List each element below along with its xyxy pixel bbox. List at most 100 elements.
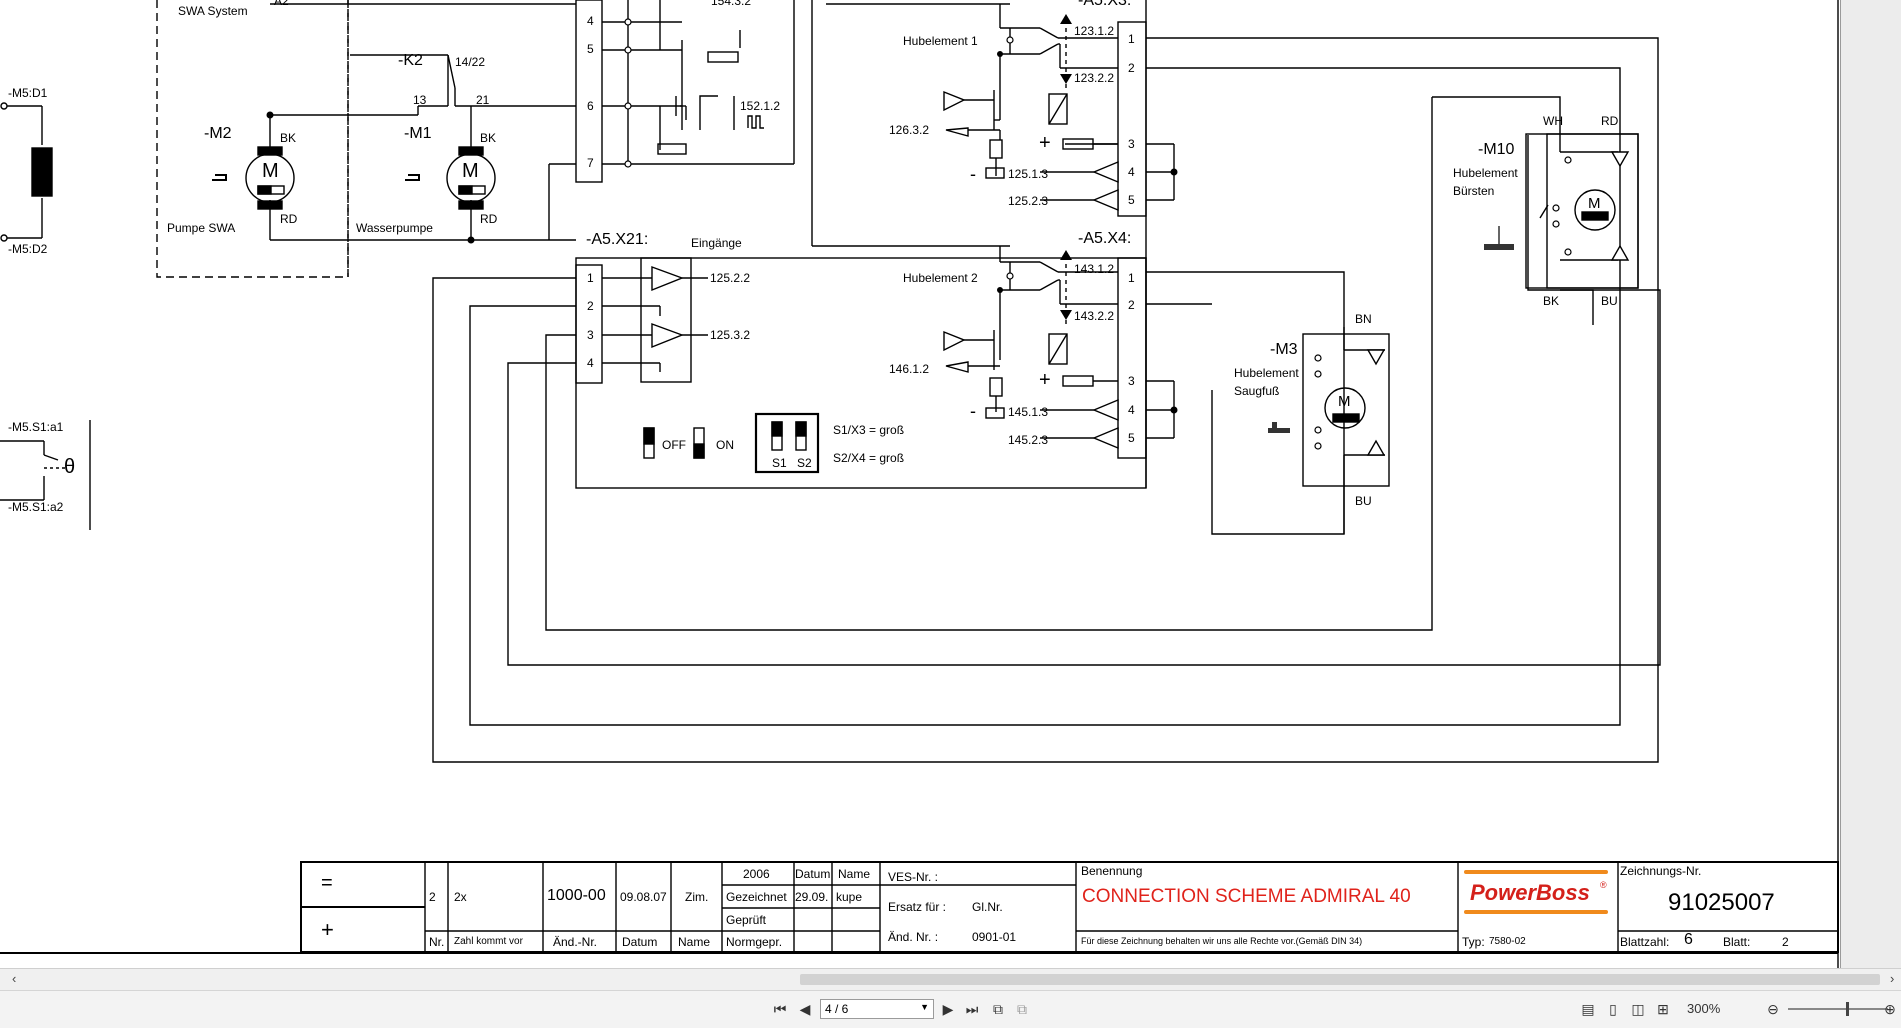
horizontal-scrollbar[interactable]: ‹ › [0, 968, 1901, 991]
tb-geprueft: Geprüft [726, 913, 767, 927]
tb-datum: 09.08.07 [620, 890, 667, 904]
pin-7: 7 [587, 156, 594, 170]
k2-13-label: 13 [413, 93, 427, 107]
tb-col-name: Name [838, 867, 871, 881]
tb-normgepr: Normgepr. [726, 935, 783, 949]
zoom-slider[interactable] [1788, 1002, 1888, 1016]
scrollbar-thumb[interactable] [800, 974, 1880, 985]
x4-plus: + [1039, 369, 1051, 391]
ref-145-1-3: 145.1.3 [1008, 405, 1049, 419]
schematic-labels: SWA System A2 -K2 14/22 13 21 -M2 -M1 BK… [8, 0, 1789, 949]
m1-rd-label: RD [480, 212, 498, 226]
scroll-left-icon[interactable]: ‹ [12, 971, 17, 986]
scroll-right-icon[interactable]: › [1890, 971, 1895, 986]
m10-desc2: Bürsten [1453, 184, 1495, 198]
x21-pin-2: 2 [587, 299, 594, 313]
m3-desc2: Saugfuß [1234, 384, 1280, 398]
ref-146-1-2: 146.1.2 [889, 362, 930, 376]
viewer-toolbar: ⏮ ◀ 4 / 6 ▼ ▶ ⏭ ⧉ ⧉ ▤ ▯ ◫ ⊞ 300% ⊖ ⊕ [0, 990, 1901, 1028]
tb-h-name: Name [678, 935, 711, 949]
pin-4: 4 [587, 14, 594, 28]
tb-name: Zim. [685, 890, 709, 904]
fit-page-icon[interactable]: ⊞ [1657, 1000, 1669, 1017]
dip-s2-label: S2 [797, 456, 812, 470]
wasserpumpe-label: Wasserpumpe [356, 221, 433, 235]
swa-system-label: SWA System [178, 4, 248, 18]
eingaenge-label: Eingänge [691, 236, 742, 250]
last-page-icon[interactable]: ⏭ [965, 1000, 979, 1017]
m10-desc1: Hubelement [1453, 166, 1518, 180]
m5-s1-a2-label: -M5.S1:a2 [8, 500, 64, 514]
first-page-icon[interactable]: ⏮ [773, 1000, 787, 1017]
x3-pin-3: 3 [1128, 137, 1135, 151]
a5-x3-label: -A5.X3: [1078, 0, 1132, 9]
next-page-icon[interactable]: ▶ [942, 1000, 954, 1017]
page-indicator: 4 / 6 [825, 1002, 849, 1016]
sheet-right-gutter [1840, 0, 1901, 968]
ref-126-3-2: 126.3.2 [889, 123, 930, 137]
x3-minus: - [970, 164, 976, 184]
hubelement2-label: Hubelement 2 [903, 271, 978, 285]
pin-5: 5 [587, 42, 594, 56]
previous-page-icon[interactable]: ◀ [799, 1000, 811, 1017]
ref-125-2-2: 125.2.2 [710, 271, 751, 285]
s1x3-note: S1/X3 = groß [833, 423, 905, 437]
tb-h-zahl: Zahl kommt vor [454, 936, 523, 947]
m10-bu-label: BU [1601, 294, 1618, 308]
tb-h-nr: Nr. [429, 935, 445, 949]
x4-pin-4: 4 [1128, 403, 1135, 417]
ref-143-2-2: 143.2.2 [1074, 309, 1115, 323]
m1-label: -M1 [404, 125, 432, 142]
document-viewport[interactable]: SWA System A2 -K2 14/22 13 21 -M2 -M1 BK… [0, 0, 1901, 968]
m2-label: -M2 [204, 125, 232, 142]
tb-rev-count: 2x [454, 890, 467, 904]
pumpe-swa-label: Pumpe SWA [167, 221, 236, 235]
x4-minus: - [970, 401, 976, 421]
paste-icon[interactable]: ⧉ [1017, 1000, 1027, 1017]
x3-pin-1: 1 [1128, 32, 1135, 46]
tb-aend-label: Änd. Nr. : [888, 930, 939, 944]
two-page-view-icon[interactable]: ◫ [1631, 1000, 1645, 1017]
x4-pin-3: 3 [1128, 374, 1135, 388]
schematic-drawing [0, 0, 1839, 968]
m3-desc1: Hubelement [1234, 366, 1299, 380]
tb-gez-datum: 29.09. [795, 890, 829, 904]
m3-label: -M3 [1270, 341, 1298, 358]
copy-icon[interactable]: ⧉ [993, 1000, 1003, 1017]
k2-21-label: 21 [476, 93, 490, 107]
tb-aend-val: 0901-01 [972, 930, 1017, 944]
m3-bn-label: BN [1355, 312, 1372, 326]
page-number-input[interactable]: 4 / 6 ▼ [820, 999, 934, 1019]
tb-rights: Für diese Zeichnung behalten wir uns all… [1081, 936, 1363, 946]
dip-s1-label: S1 [772, 456, 787, 470]
ref-125-1-3: 125.1.3 [1008, 167, 1049, 181]
single-page-view-icon[interactable]: ▤ [1581, 1000, 1595, 1017]
s2x4-note: S2/X4 = groß [833, 451, 905, 465]
m1-bk-label: BK [480, 131, 497, 145]
zoom-in-icon[interactable]: ⊕ [1884, 1000, 1896, 1017]
tb-gezeichnet: Gezeichnet [726, 890, 787, 904]
tb-aend-nr: 1000-00 [547, 887, 606, 904]
ref-154-3-2: 154.3.2 [711, 0, 752, 8]
zoom-slider-knob[interactable] [1846, 1002, 1849, 1016]
tb-h-datum: Datum [622, 935, 658, 949]
tb-h-aend: Änd.-Nr. [553, 935, 598, 949]
chevron-down-icon[interactable]: ▼ [920, 1002, 929, 1012]
tb-blatt: Blatt: [1723, 935, 1751, 949]
x3-pin-2: 2 [1128, 61, 1135, 75]
zoom-out-icon[interactable]: ⊖ [1767, 1000, 1779, 1017]
m2-rd-label: RD [280, 212, 298, 226]
tb-typ: Typ: [1462, 935, 1485, 949]
m10-motor-letter: M [1588, 195, 1601, 212]
x21-pin-1: 1 [587, 271, 594, 285]
ref-152-1-2: 152.1.2 [740, 99, 781, 113]
tb-col-datum: Datum [795, 867, 831, 881]
x3-plus: + [1039, 132, 1051, 154]
continuous-view-icon[interactable]: ▯ [1609, 1000, 1617, 1017]
m10-wh-label: WH [1543, 114, 1563, 128]
tb-benennung: Benennung [1081, 864, 1143, 878]
ref-125-3-2: 125.3.2 [710, 328, 751, 342]
m5-d1-label: -M5:D1 [8, 86, 48, 100]
tb-blattzahl: Blattzahl: [1620, 935, 1670, 949]
ref-123-1-2: 123.1.2 [1074, 24, 1115, 38]
